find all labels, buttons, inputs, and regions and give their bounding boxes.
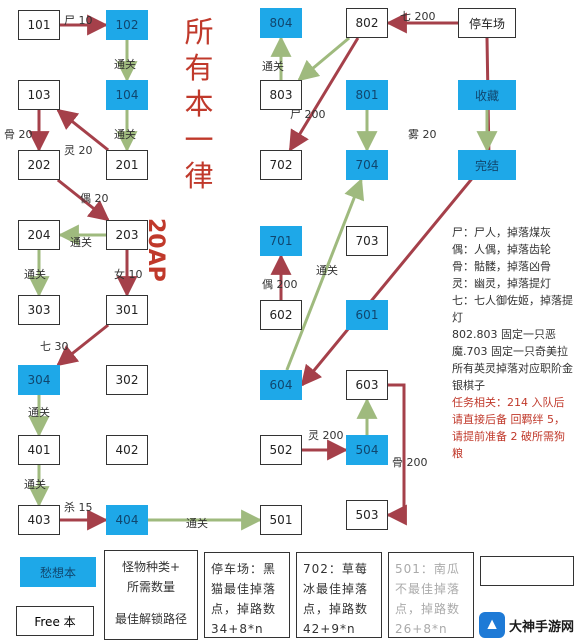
edge-label: 通关 bbox=[24, 268, 46, 281]
watermark-logo-icon: ▲ bbox=[478, 612, 505, 638]
node-403: 403 bbox=[18, 505, 60, 535]
node-804: 804 bbox=[260, 8, 302, 38]
note-line: 七：七人御佐姬，掉落提灯 bbox=[452, 294, 573, 324]
node-402: 402 bbox=[106, 435, 148, 465]
edge-802-803 bbox=[297, 36, 351, 82]
node-503: 503 bbox=[346, 500, 388, 530]
node-收藏: 收藏 bbox=[458, 80, 516, 110]
node-201: 201 bbox=[106, 150, 148, 180]
edge-201-103 bbox=[56, 108, 110, 152]
edge-label: 通关 bbox=[70, 236, 92, 249]
node-601: 601 bbox=[346, 300, 388, 330]
node-701: 701 bbox=[260, 226, 302, 256]
node-103: 103 bbox=[18, 80, 60, 110]
edge-label: 女 10 bbox=[114, 268, 143, 281]
legend-parking-text: 停车场：黑猫最佳掉落点，掉路数34+8*n bbox=[211, 562, 277, 636]
edge-301-304 bbox=[56, 323, 110, 367]
node-702: 702 bbox=[260, 150, 302, 180]
edge-603-503 bbox=[385, 383, 407, 526]
edge-label: 通关 bbox=[316, 264, 338, 277]
legend-monster-line3: 最佳解锁路径 bbox=[114, 612, 187, 626]
node-703: 703 bbox=[346, 226, 388, 256]
edge-label: 七 30 bbox=[40, 340, 69, 353]
legend-702-text: 702：草莓冰最佳掉落点，掉路数42+9*n bbox=[303, 562, 369, 636]
legend-extra-box bbox=[480, 556, 574, 586]
edge-label: 尸 10 bbox=[64, 14, 93, 27]
note-line: 尸：尸人，掉落煤灰 bbox=[452, 226, 551, 239]
edge-label: 雾 20 bbox=[408, 128, 437, 141]
node-302: 302 bbox=[106, 365, 148, 395]
node-501: 501 bbox=[260, 505, 302, 535]
legend-free-swatch: Free 本 bbox=[16, 606, 94, 636]
node-204: 204 bbox=[18, 220, 60, 250]
edge-label: 通关 bbox=[186, 517, 208, 530]
edge-label: 灵 200 bbox=[308, 429, 344, 442]
edge-label: 骨 20 bbox=[4, 128, 33, 141]
node-603: 603 bbox=[346, 370, 388, 400]
node-停车场: 停车场 bbox=[458, 8, 516, 38]
edge-202-203 bbox=[56, 178, 110, 222]
edge-label: 尸 200 bbox=[290, 108, 326, 121]
edge-label: 通关 bbox=[28, 406, 50, 419]
legend-notes: 尸：尸人，掉落煤灰 偶：人偶，掉落齿轮 骨：骷髅，掉落凶骨 灵：幽灵，掉落提灯 … bbox=[452, 224, 574, 462]
node-303: 303 bbox=[18, 295, 60, 325]
edge-label: 偶 20 bbox=[80, 192, 109, 205]
edge-label: 杀 15 bbox=[64, 501, 93, 514]
legend-702-box: 702：草莓冰最佳掉落点，掉路数42+9*n bbox=[296, 552, 382, 638]
legend-monster-box: 怪物种类+ 所需数量 最佳解锁路径 bbox=[104, 550, 198, 640]
node-304: 304 bbox=[18, 365, 60, 395]
node-704: 704 bbox=[346, 150, 388, 180]
edge-604-704 bbox=[285, 178, 365, 371]
node-504: 504 bbox=[346, 435, 388, 465]
edge-label: 通关 bbox=[114, 128, 136, 141]
edge-label: 七 200 bbox=[400, 10, 436, 23]
legend-501-box: 501：南瓜不最佳掉落点，掉路数26+8*n bbox=[388, 552, 474, 638]
node-203: 203 bbox=[106, 220, 148, 250]
note-line: 802.803 固定一只恶魔.703 固定一只奇美拉 bbox=[452, 328, 568, 358]
node-完结: 完结 bbox=[458, 150, 516, 180]
note-line: 灵：幽灵，掉落提灯 bbox=[452, 277, 551, 290]
edge-802-702 bbox=[288, 37, 360, 152]
page-title: 所有本一律 bbox=[184, 15, 214, 193]
edge-label: 通关 bbox=[114, 58, 136, 71]
watermark: ▲ 大神手游网 bbox=[478, 612, 574, 638]
note-line: 偶：人偶，掉落齿轮 bbox=[452, 243, 551, 256]
node-102: 102 bbox=[106, 10, 148, 40]
watermark-text: 大神手游网 bbox=[508, 619, 574, 635]
legend-monster-line2: 所需数量 bbox=[126, 580, 175, 594]
note-line: 骨：骷髅，掉落凶骨 bbox=[452, 260, 551, 273]
legend-blue-swatch: 愁想本 bbox=[20, 557, 96, 587]
node-802: 802 bbox=[346, 8, 388, 38]
note-line-task: 任务相关：214 入队后请直接后备 回羁绊 5，请提前准备 2 破所需狗粮 bbox=[452, 396, 565, 460]
node-801: 801 bbox=[346, 80, 388, 110]
node-401: 401 bbox=[18, 435, 60, 465]
legend-parking-box: 停车场：黑猫最佳掉落点，掉路数34+8*n bbox=[204, 552, 290, 638]
node-604: 604 bbox=[260, 370, 302, 400]
edge-label: 通关 bbox=[262, 60, 284, 73]
node-101: 101 bbox=[18, 10, 60, 40]
node-404: 404 bbox=[106, 505, 148, 535]
note-line: 所有英灵掉落对应职阶金银棋子 bbox=[452, 362, 573, 392]
node-502: 502 bbox=[260, 435, 302, 465]
node-602: 602 bbox=[260, 300, 302, 330]
node-301: 301 bbox=[106, 295, 148, 325]
node-202: 202 bbox=[18, 150, 60, 180]
node-803: 803 bbox=[260, 80, 302, 110]
legend-monster-line1: 怪物种类+ bbox=[121, 560, 181, 574]
node-104: 104 bbox=[106, 80, 148, 110]
edge-label: 偶 200 bbox=[262, 278, 298, 291]
legend-501-text: 501：南瓜不最佳掉落点，掉路数26+8*n bbox=[395, 562, 461, 636]
edge-label: 灵 20 bbox=[64, 144, 93, 157]
edge-label: 骨 200 bbox=[392, 456, 428, 469]
edge-label: 通关 bbox=[24, 478, 46, 491]
